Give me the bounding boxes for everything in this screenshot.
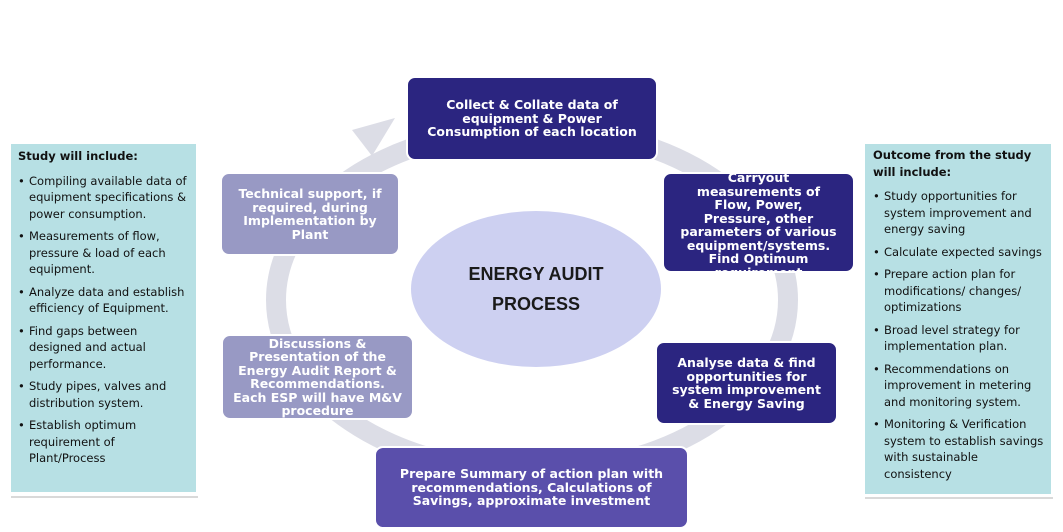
study-includes-title: Study will include: — [18, 149, 138, 163]
step-analyse-data: Analyse data & find opportunities for sy… — [655, 341, 838, 425]
list-item: •Measurements of flow, pressure & load o… — [18, 229, 166, 276]
bullet-icon: • — [873, 244, 880, 259]
bullet-icon: • — [873, 267, 880, 281]
step-collect-data: Collect & Collate data of equipment & Po… — [406, 76, 658, 161]
list-item: •Recommendations on improvement in meter… — [873, 361, 1032, 409]
bullet-icon: • — [18, 323, 25, 338]
list-item: •Broad level strategy for implementation… — [873, 322, 1020, 354]
left-panel-divider — [11, 496, 198, 498]
bullet-icon: • — [18, 379, 25, 393]
list-item: •Study opportunities for system improvem… — [873, 189, 1032, 236]
bullet-icon: • — [873, 189, 880, 203]
bullet-icon: • — [18, 173, 25, 188]
list-item: •Compiling available data of equipment s… — [18, 173, 187, 221]
step-prepare-summary: Prepare Summary of action plan with reco… — [374, 446, 689, 529]
step-discussions-presentation: Discussions & Presentation of the Energy… — [221, 334, 414, 420]
cycle-arrow-head — [352, 118, 395, 156]
list-item: • Find gaps between designed and actual … — [18, 323, 146, 371]
list-item: •Prepare action plan for modifications/ … — [873, 267, 1022, 314]
bullet-icon: • — [18, 229, 25, 243]
bullet-icon: • — [873, 322, 880, 337]
list-item: •Calculate expected savings — [873, 244, 1042, 259]
energy-audit-process-title: ENERGY AUDIT PROCESS — [411, 211, 661, 367]
bullet-icon: • — [873, 361, 880, 376]
bullet-icon: • — [18, 284, 25, 299]
step-carryout-measurements: Carryout measurements of Flow, Power, Pr… — [662, 172, 855, 273]
list-item: •Monitoring & Verification system to est… — [873, 417, 1044, 481]
study-includes-panel: Study will include: •Compiling available… — [11, 144, 196, 492]
bullet-icon: • — [873, 417, 880, 431]
study-outcome-title: Outcome from the study will include: — [873, 148, 1032, 179]
list-item: • Study pipes, valves and distribution s… — [18, 379, 167, 410]
step-technical-support: Technical support, if required, during I… — [220, 172, 400, 256]
right-panel-divider — [865, 497, 1053, 499]
study-outcome-panel: Outcome from the study will include: •St… — [865, 144, 1051, 494]
list-item: •Analyze data and establish efficiency o… — [18, 284, 185, 316]
study-outcome-list: •Study opportunities for system improvem… — [873, 188, 1045, 482]
bullet-icon: • — [18, 418, 25, 432]
list-item: •Establish optimum requirement of Plant/… — [18, 418, 137, 465]
study-includes-list: •Compiling available data of equipment s… — [18, 173, 190, 467]
